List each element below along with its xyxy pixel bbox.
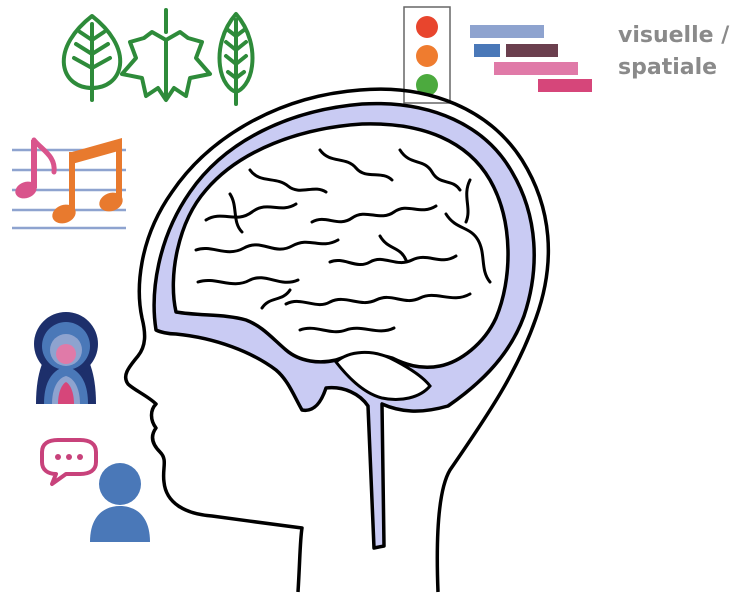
fern-leaf-icon	[217, 12, 255, 106]
maple-leaf-icon	[120, 8, 212, 102]
traffic-light-icon	[403, 6, 451, 104]
visual-label-line2: spatiale	[618, 55, 718, 80]
person-icon	[90, 463, 150, 542]
visual-label-line1: visuelle /	[618, 23, 730, 48]
visual-spatial-label: visuelle / spatiale	[618, 20, 729, 84]
speech-bubble-icon	[40, 438, 98, 486]
head-silhouette	[123, 87, 551, 593]
introspective-person-icon	[34, 312, 98, 404]
music-notes-icon	[12, 137, 126, 230]
gantt-bars-icon	[470, 25, 592, 92]
leaf-icon	[61, 14, 123, 102]
